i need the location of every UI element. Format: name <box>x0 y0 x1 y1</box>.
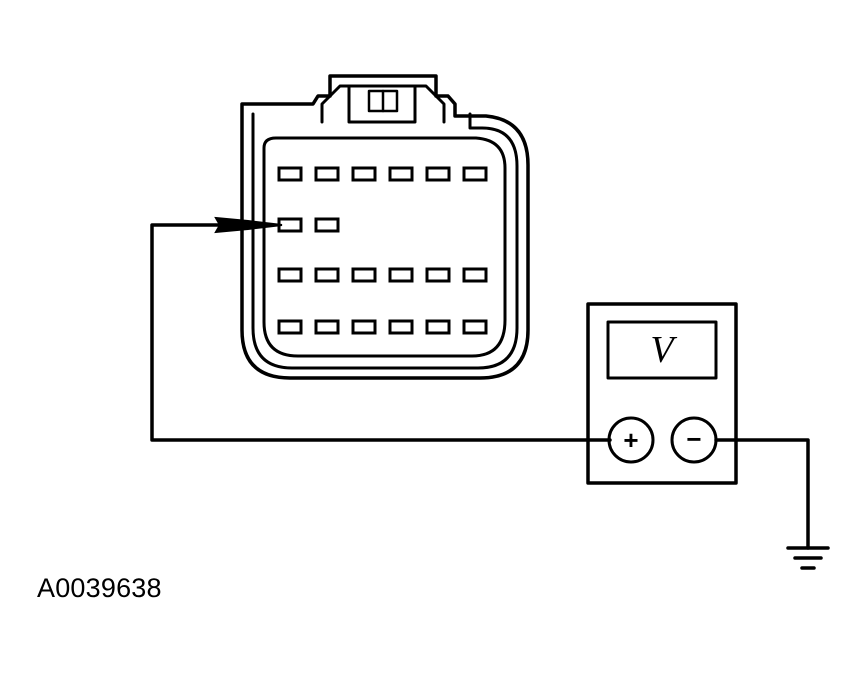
connector-middle-housing <box>251 112 519 370</box>
terminal-cavity <box>277 166 303 182</box>
terminal-cavity <box>277 267 303 283</box>
terminal-cavity <box>425 267 451 283</box>
terminal-cavity <box>462 267 488 283</box>
terminal-cavity <box>351 166 377 182</box>
terminal-cavity <box>462 166 488 182</box>
terminal-cavity <box>351 319 377 335</box>
terminal-cavity <box>277 319 303 335</box>
terminal-cavity <box>462 319 488 335</box>
terminal-cavity <box>425 166 451 182</box>
terminal-cavity <box>388 267 414 283</box>
terminal-cavity <box>351 267 377 283</box>
terminal-cavity <box>388 166 414 182</box>
probe-lead <box>150 216 612 442</box>
connector-outer-housing <box>240 74 530 380</box>
connector-face <box>262 136 507 358</box>
connector <box>240 74 530 380</box>
negative-lead-wire <box>714 438 810 550</box>
meter-display-symbol: V <box>650 329 677 371</box>
meter-body <box>586 302 738 485</box>
probe-tip-icon <box>214 216 283 234</box>
positive-lead-wire <box>150 223 612 442</box>
terminal-cavity <box>388 319 414 335</box>
negative-terminal-label: − <box>686 424 701 454</box>
terminal-cavity <box>277 217 303 233</box>
terminal-cavity <box>314 319 340 335</box>
terminal-cavity <box>314 217 340 233</box>
terminal-cavity <box>314 166 340 182</box>
ground-lead <box>714 438 830 570</box>
figure-reference-id: A0039638 <box>37 573 162 603</box>
voltmeter: V + − <box>586 302 738 485</box>
latch-window <box>347 84 417 124</box>
terminal-cavity <box>314 267 340 283</box>
ground-symbol-icon <box>786 546 830 570</box>
positive-terminal-label: + <box>623 425 638 455</box>
positive-terminal[interactable] <box>607 416 655 464</box>
terminal-cavity <box>425 319 451 335</box>
terminal-cavities <box>277 166 488 335</box>
meter-display <box>606 320 718 380</box>
